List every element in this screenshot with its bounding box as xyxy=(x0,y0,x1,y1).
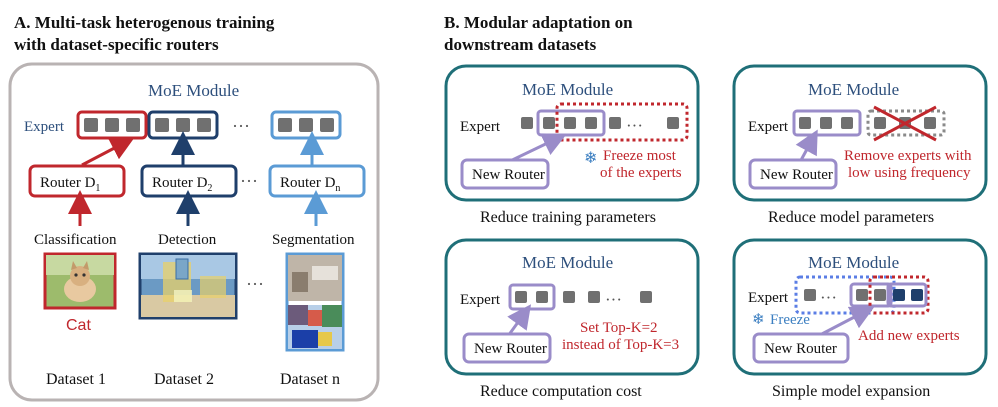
svg-text:···: ··· xyxy=(605,290,622,309)
svg-text:Freeze most: Freeze most xyxy=(603,148,677,164)
cat-label: Cat xyxy=(66,317,91,334)
expert-group-1 xyxy=(76,110,148,140)
task-classification: Classification xyxy=(34,232,117,248)
panel-b-title-line1: B. Modular adaptation on xyxy=(444,13,633,32)
svg-text:Expert: Expert xyxy=(460,292,501,308)
box1-new-router xyxy=(460,158,550,190)
box-model-expansion: MoE Module Expert ··· ❄ Freeze New Route… xyxy=(732,238,988,376)
cat-image xyxy=(43,252,117,310)
panel-a-title-line1: A. Multi-task heterogenous training xyxy=(14,13,275,32)
svg-text:Expert: Expert xyxy=(748,119,789,135)
svg-text:Freeze: Freeze xyxy=(770,312,810,328)
box-reduce-training: MoE Module Expert ··· New Router ❄ Freez… xyxy=(444,64,700,202)
dataset2-label: Dataset 2 xyxy=(154,371,214,388)
box-reduce-computation: MoE Module Expert ··· New Router Set Top… xyxy=(444,238,700,376)
dataset-ellipsis: ··· xyxy=(246,274,264,294)
box1-expert-label: Expert xyxy=(460,119,501,135)
svg-text:of the experts: of the experts xyxy=(600,165,682,181)
panel-a-expert-ellipsis: ··· xyxy=(232,116,250,136)
svg-text:MoE Module: MoE Module xyxy=(808,80,899,99)
snowflake-icon: ❄ xyxy=(584,150,597,167)
svg-text:MoE Module: MoE Module xyxy=(808,253,899,272)
svg-text:New Router: New Router xyxy=(474,341,547,357)
svg-text:Set Top-K=2: Set Top-K=2 xyxy=(580,320,658,336)
svg-text:instead of Top-K=3: instead of Top-K=3 xyxy=(562,337,679,353)
datasetn-label: Dataset n xyxy=(280,371,340,388)
box1-caption: Reduce training parameters xyxy=(480,209,656,226)
svg-text:New Router: New Router xyxy=(760,167,833,183)
svg-text:Expert: Expert xyxy=(748,290,789,306)
detection-image xyxy=(138,252,238,320)
segmentation-image xyxy=(285,252,345,352)
svg-text:Router Dn: Router Dn xyxy=(280,175,340,194)
dataset1-label: Dataset 1 xyxy=(46,371,106,388)
box3-caption: Reduce computation cost xyxy=(480,383,642,400)
svg-text:Router D1: Router D1 xyxy=(40,175,100,194)
svg-text:MoE Module: MoE Module xyxy=(522,253,613,272)
panel-a-expert-label: Expert xyxy=(24,119,65,135)
svg-text:Remove experts with: Remove experts with xyxy=(844,148,972,164)
svg-text:···: ··· xyxy=(820,288,837,307)
box1-frozen-region xyxy=(555,102,689,142)
router1-to-experts-arrow xyxy=(81,137,135,167)
panel-a-moe-title: MoE Module xyxy=(148,81,239,100)
router-dn: Router Dn xyxy=(268,164,366,198)
expert-group-2 xyxy=(147,110,219,140)
svg-text:Add new experts: Add new experts xyxy=(858,328,960,344)
panel-a-title-line2: with dataset-specific routers xyxy=(14,35,219,54)
box1-moe-title: MoE Module xyxy=(522,80,613,99)
task-segmentation: Segmentation xyxy=(272,232,355,248)
snowflake-icon: ❄ xyxy=(752,312,765,328)
panel-b-title-line2: downstream datasets xyxy=(444,35,597,54)
box4-caption: Simple model expansion xyxy=(772,383,930,400)
router-d2: Router D2 xyxy=(140,164,238,198)
expert-group-n xyxy=(270,110,342,140)
box-reduce-model: MoE Module Expert New Router Remove expe… xyxy=(732,64,988,202)
box2-caption: Reduce model parameters xyxy=(768,209,934,226)
svg-text:New Router: New Router xyxy=(472,167,545,183)
svg-text:New Router: New Router xyxy=(764,341,837,357)
box4-new-experts-region xyxy=(868,275,930,315)
svg-text:low using frequency: low using frequency xyxy=(848,165,971,181)
svg-text:Router D2: Router D2 xyxy=(152,175,212,194)
task-detection: Detection xyxy=(158,232,217,248)
router-ellipsis: ··· xyxy=(240,171,258,191)
router-d1: Router D1 xyxy=(28,164,126,198)
panel-a-frame xyxy=(8,62,380,402)
svg-text:···: ··· xyxy=(626,116,643,135)
